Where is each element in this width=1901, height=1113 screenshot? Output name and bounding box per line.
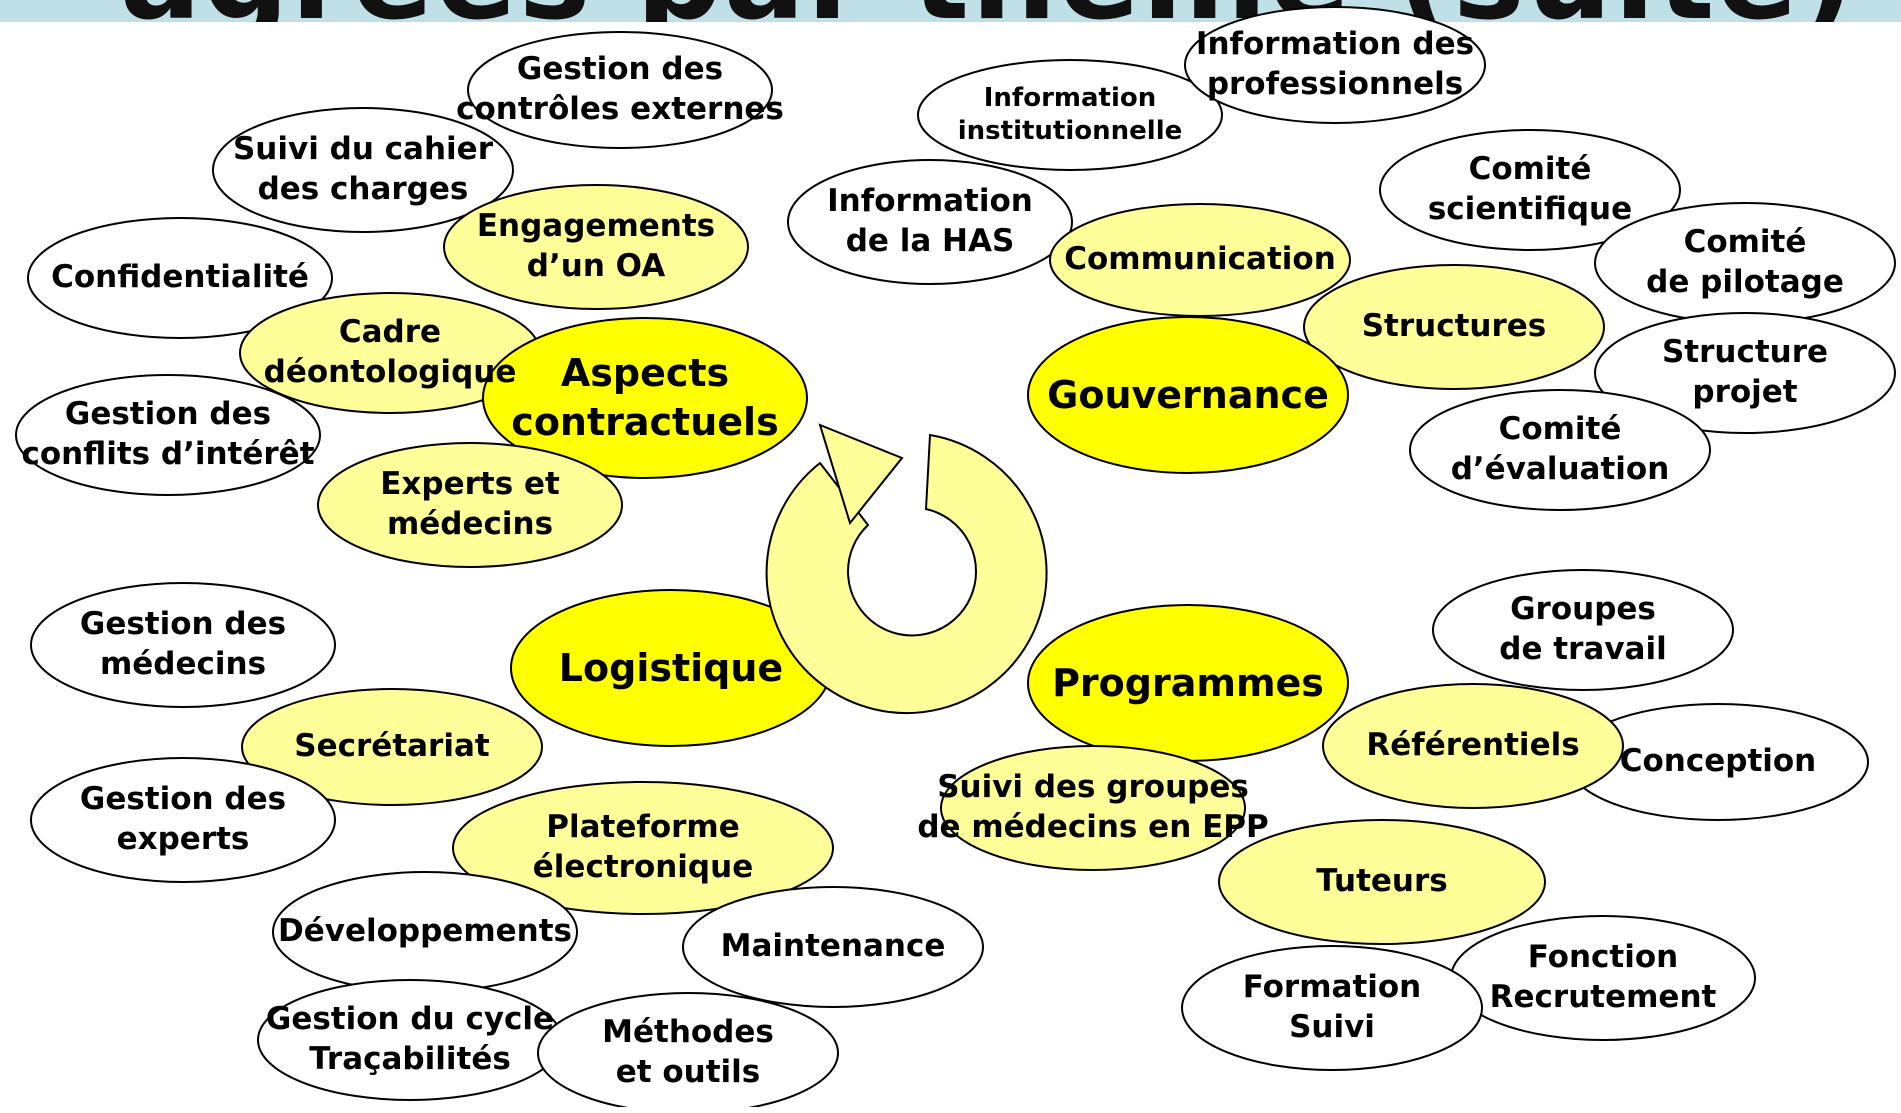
node-shapes [15,6,1896,1107]
node-confidentialite-label: Confidentialité [51,259,309,296]
node-methodes-outils-ellipse [537,992,839,1107]
node-formation-suivi-ellipse [1181,945,1483,1071]
node-gestion-cycle-label: Gestion du cycle Traçabilités [265,1001,555,1077]
node-secretariat-ellipse [241,688,543,806]
node-methodes-outils-label: Méthodes et outils [602,1014,774,1090]
node-tuteurs-ellipse [1218,819,1546,945]
node-info-professionnels-ellipse [1184,6,1486,124]
node-gestion-controles-ellipse [467,31,773,149]
node-info-has-ellipse [787,159,1073,285]
node-gestion-conflits-label: Gestion des conflits d’intérêt [21,396,315,472]
node-groupes-travail-ellipse [1432,569,1734,691]
node-gouvernance-label: Gouvernance [1047,372,1329,417]
node-fonction-recrutement-label: Fonction Recrutement [1489,939,1717,1015]
node-maintenance-label: Maintenance [720,928,946,965]
node-suivi-cahier-ellipse [212,107,514,233]
node-plateforme-ellipse [452,781,834,915]
node-gestion-experts-ellipse [30,757,336,883]
node-gestion-controles-label: Gestion des contrôles externes [456,51,784,127]
node-gouvernance-ellipse [1027,316,1349,474]
node-developpements-label: Développements [278,913,572,950]
node-plateforme-label: Plateforme électronique [532,809,754,885]
node-gestion-medecins-ellipse [30,582,336,708]
node-secretariat-label: Secrétariat [294,728,490,765]
node-suivi-groupes-label: Suivi des groupes de médecins en EPP [917,769,1269,845]
node-structure-projet-label: Structure projet [1661,334,1829,410]
node-structures-ellipse [1303,264,1605,390]
node-tuteurs-label: Tuteurs [1316,863,1448,900]
node-programmes-label: Programmes [1052,660,1324,705]
circular-arrow-icon [765,423,1048,714]
node-experts-medecins-ellipse [317,442,623,568]
node-aspects-contractuels-label: Aspects contractuels [511,351,779,444]
node-experts-medecins-label: Experts et médecins [380,466,560,542]
node-gestion-medecins-label: Gestion des médecins [79,606,287,682]
node-suivi-cahier-label: Suivi du cahier des charges [232,131,493,207]
node-communication-ellipse [1049,203,1351,317]
node-conception-label: Conception [1619,743,1817,780]
node-suivi-groupes-ellipse [940,745,1246,871]
node-info-institutionnelle-ellipse [917,59,1223,171]
node-confidentialite-ellipse [27,217,333,339]
node-gestion-conflits-ellipse [15,374,321,496]
node-formation-suivi-label: Formation Suivi [1242,969,1422,1045]
node-maintenance-ellipse [682,886,984,1008]
node-logistique-label: Logistique [558,645,784,690]
node-aspects-contractuels-ellipse [482,317,808,479]
node-info-professionnels-label: Information des professionnels [1195,26,1475,102]
node-comite-scientifique-ellipse [1379,129,1681,251]
node-structure-projet-ellipse [1594,312,1896,434]
node-comite-evaluation-label: Comité d’évaluation [1450,411,1670,487]
node-referentiels-ellipse [1322,683,1624,809]
node-groupes-travail-label: Groupes de travail [1499,591,1667,667]
node-engagements-oa-ellipse [443,184,749,310]
node-structures-label: Structures [1361,308,1547,345]
node-communication-label: Communication [1064,241,1336,278]
node-cadre-deontologique-label: Cadre déontologique [263,314,517,390]
node-engagements-oa-label: Engagements d’un OA [476,208,716,284]
node-referentiels-label: Référentiels [1366,727,1580,764]
node-comite-evaluation-ellipse [1409,389,1711,511]
node-gestion-experts-label: Gestion des experts [79,781,287,857]
node-comite-scientifique-label: Comité scientifique [1427,151,1633,227]
node-info-has-label: Information de la HAS [827,183,1033,259]
node-info-institutionnelle-label: Information institutionnelle [957,82,1183,146]
node-comite-pilotage-label: Comité de pilotage [1646,224,1844,300]
